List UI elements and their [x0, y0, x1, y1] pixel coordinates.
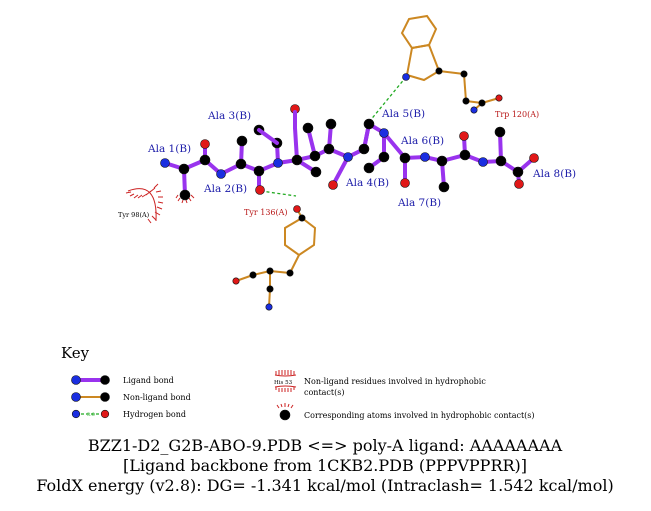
key-ligand-bond: Ligand bond: [123, 376, 174, 385]
hydrogen-bonds: [260, 76, 407, 197]
tyr98-hydrophobic-arc: [125, 183, 164, 224]
caption-line-1: BZZ1-D2_G2B-ABO-9.PDB <=> poly-A ligand:…: [88, 436, 563, 455]
label-ala8: Ala 8(B): [532, 168, 576, 180]
label-trp120: Trp 120(A): [495, 110, 539, 119]
key-hydrophobic-residue-arc: [274, 370, 297, 392]
key-his53: His 53: [274, 380, 293, 386]
ligand-residue-labels: Ala 1(B) Ala 2(B) Ala 3(B) Ala 4(B) Ala …: [147, 108, 576, 209]
key-title: Key: [61, 344, 90, 362]
key-hbond-distance: 3.0: [87, 412, 95, 418]
label-ala2: Ala 2(B): [203, 183, 247, 195]
label-ala6: Ala 6(B): [400, 135, 444, 147]
label-ala4: Ala 4(B): [345, 177, 389, 189]
key-hydrogen-bond: Hydrogen bond: [123, 410, 186, 419]
key-hydrophobic-atoms: Corresponding atoms involved in hydropho…: [304, 411, 535, 420]
caption-line-2: [Ligand backbone from 1CKB2.PDB (PPPVPPR…: [123, 456, 527, 475]
atoms: [160, 67, 539, 311]
caption: BZZ1-D2_G2B-ABO-9.PDB <=> poly-A ligand:…: [36, 436, 613, 495]
key-hydrophobic-residues-line2: contact(s): [304, 388, 344, 397]
hbond-ala2-tyr136: [260, 190, 297, 197]
hbond-trp120-ala5: [368, 76, 407, 123]
contact-residue-labels: Tyr 136(A) Trp 120(A) Tyr 98(A): [118, 110, 539, 219]
legend-key: Key Ligand bond Non-ligand bond 3.0 Hydr…: [61, 344, 535, 421]
label-ala5: Ala 5(B): [381, 108, 425, 120]
key-hydrophobic-atom-arc: [276, 403, 294, 409]
label-tyr136: Tyr 136(A): [244, 208, 288, 217]
label-ala7: Ala 7(B): [397, 197, 441, 209]
key-hydrophobic-residues-line1: Non-ligand residues involved in hydropho…: [304, 377, 486, 386]
label-tyr98: Tyr 98(A): [118, 211, 150, 219]
ala1-hydrophobic-atom-arc: [175, 194, 195, 204]
label-ala1: Ala 1(B): [147, 143, 191, 155]
label-ala3: Ala 3(B): [207, 110, 251, 122]
caption-line-3: FoldX energy (v2.8): DG= -1.341 kcal/mol…: [36, 476, 613, 495]
hydrophobic-arcs: [125, 183, 297, 409]
key-nonligand-bond: Non-ligand bond: [123, 393, 191, 402]
